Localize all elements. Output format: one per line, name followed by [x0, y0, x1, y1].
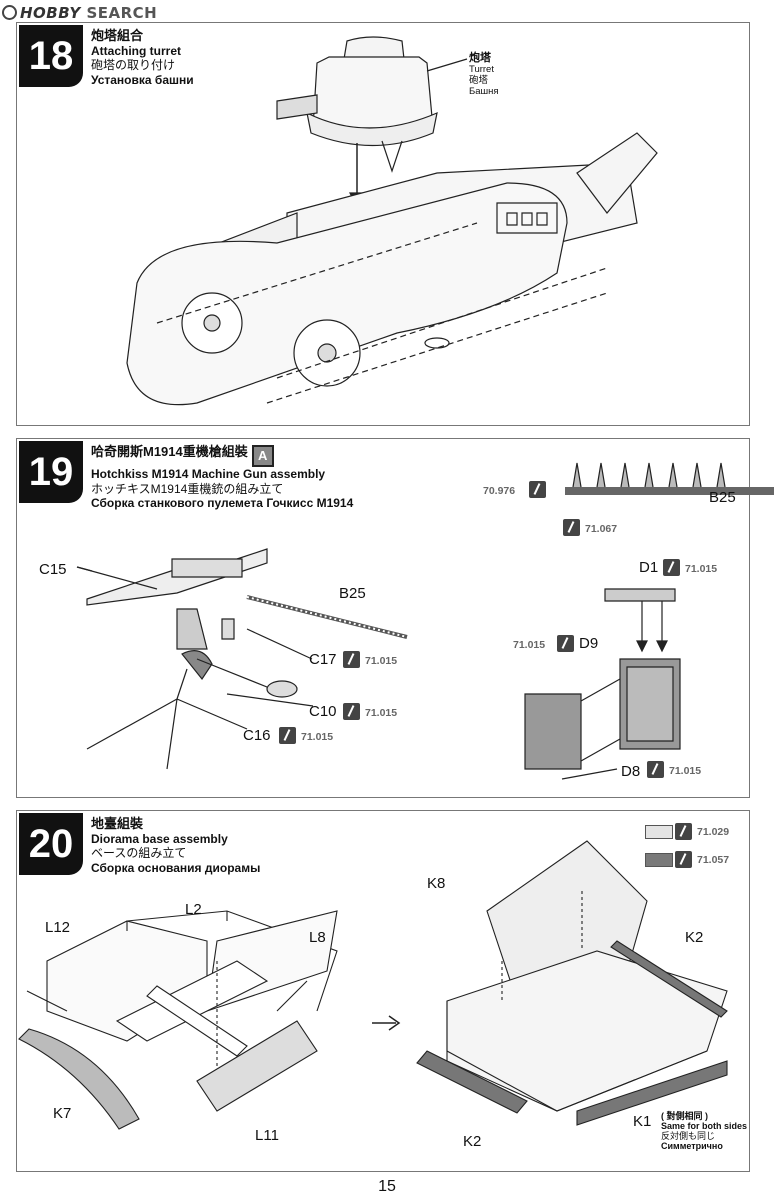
title-ru: Установка башни: [91, 72, 194, 87]
part-label-l8: L8: [309, 929, 326, 946]
title-jp: 砲塔の取り付け: [91, 58, 176, 72]
brush-icon: [663, 559, 680, 576]
paint-code-d8: 71.015: [669, 765, 702, 777]
brush-icon: [343, 651, 360, 668]
turret-callout: 炮塔 Turret 砲塔 Башня: [469, 52, 499, 98]
step-20-panel: 20 地臺組裝 Diorama base assembly ベースの組み立て С…: [16, 810, 750, 1172]
brush-icon: [675, 851, 692, 868]
title-ru: Сборка станкового пулемета Гочкисс M1914: [91, 496, 354, 510]
part-label-d9: D9: [579, 635, 599, 652]
title-en: Hotchkiss M1914 Machine Gun assembly: [91, 467, 326, 481]
watermark-ring-icon: [2, 5, 17, 20]
paint-code-d9: 71.015: [513, 639, 546, 651]
step-18-panel: 18 炮塔組合 Attaching turret 砲塔の取り付け Установ…: [16, 22, 750, 426]
part-label-k2-right: K2: [685, 929, 704, 946]
ammo-belt-drawing: [565, 462, 774, 495]
title-en: Diorama base assembly: [91, 831, 228, 846]
part-label-b25-belt: B25: [339, 585, 366, 602]
part-label-l12: L12: [45, 919, 71, 936]
part-label-k8: K8: [427, 875, 446, 892]
paint-code-c10: 71.015: [365, 707, 398, 719]
title-jp: ホッチキスM1914重機銃の組み立て: [91, 481, 284, 496]
step-titles: 炮塔組合 Attaching turret 砲塔の取り付け Установка …: [91, 28, 194, 87]
legend-swatch-dark: [645, 853, 673, 867]
paint-code-c17: 71.015: [365, 655, 398, 667]
watermark: HOBBY SEARCH: [2, 4, 157, 22]
step-titles: 地臺組裝 Diorama base assembly ベースの組み立て Сбор…: [91, 816, 261, 875]
part-label-k7: K7: [53, 1105, 72, 1122]
brush-icon: [563, 519, 580, 536]
page-number: 15: [378, 1178, 396, 1195]
part-label-l2: L2: [185, 901, 202, 918]
paint-code-belt-below: 71.067: [585, 523, 618, 535]
machine-gun-drawing: [76, 462, 774, 780]
brush-icon: [647, 761, 664, 778]
part-label-k2-left: K2: [463, 1133, 482, 1150]
step-number: 19: [19, 441, 83, 503]
brush-icon: [675, 823, 692, 840]
part-label-c10: C10: [309, 703, 337, 720]
part-label-c16: C16: [243, 727, 271, 744]
part-label-c17: C17: [309, 651, 337, 668]
part-label-d8: D8: [621, 763, 641, 780]
title-en: Attaching turret: [91, 43, 181, 58]
tank-turret-drawing: [126, 36, 658, 406]
title-cn: 地臺組裝: [91, 816, 144, 831]
part-label-k1: K1: [633, 1113, 652, 1130]
legend-swatch-light: [645, 825, 673, 839]
brush-icon: [529, 481, 546, 498]
diorama-base-drawing: [18, 840, 728, 1130]
paint-code-belt-left: 70.976: [483, 485, 516, 497]
brush-icon: [279, 727, 296, 744]
brush-icon: [343, 703, 360, 720]
brush-icon: [557, 635, 574, 652]
step-number: 18: [19, 25, 83, 87]
variant-badge: A: [251, 445, 274, 467]
k1-note: ( 對側相同 ) Same for both sides 反対側も同じ Симм…: [661, 1111, 748, 1151]
part-label-d1: D1: [639, 559, 659, 576]
legend-code-dark: 71.057: [697, 854, 730, 866]
legend-code-light: 71.029: [697, 826, 730, 838]
part-label-l11: L11: [255, 1127, 279, 1144]
title-ru: Сборка основания диорамы: [91, 860, 261, 875]
part-label-b25-ammo: B25: [709, 489, 736, 506]
step-number: 20: [19, 813, 83, 875]
paint-code-d1: 71.015: [685, 563, 718, 575]
title-cn: 炮塔組合: [91, 28, 144, 43]
paint-code-c16: 71.015: [301, 731, 334, 743]
title-jp: ベースの組み立て: [91, 846, 187, 860]
part-label-c15: C15: [39, 561, 67, 578]
